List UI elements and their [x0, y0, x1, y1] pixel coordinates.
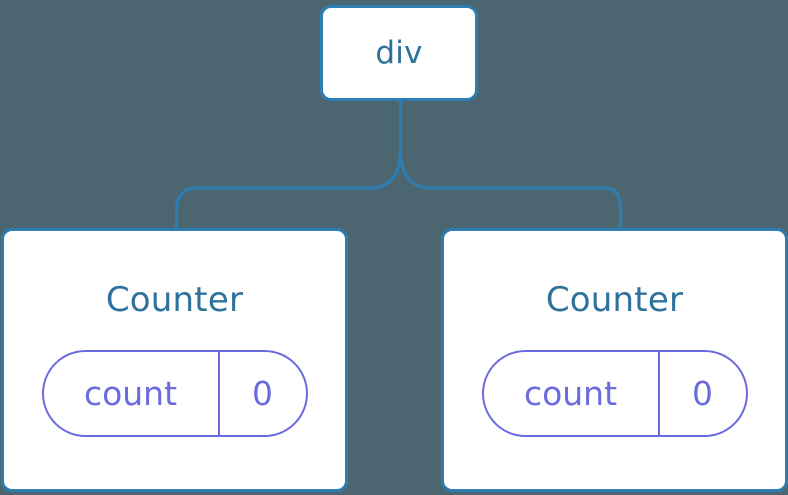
connector-right-branch — [398, 98, 623, 231]
state-pill-left[interactable]: count 0 — [41, 350, 308, 437]
state-key-left: count — [44, 352, 220, 435]
node-counter-left[interactable]: Counter count 0 — [1, 228, 348, 492]
node-counter-right-label: Counter — [545, 280, 684, 320]
connector-left-branch — [174, 98, 403, 231]
state-key-right: count — [484, 352, 660, 435]
node-root-div[interactable]: div — [320, 5, 478, 101]
node-root-label: div — [375, 34, 423, 71]
state-pill-right[interactable]: count 0 — [481, 350, 748, 437]
node-counter-right[interactable]: Counter count 0 — [441, 228, 788, 492]
state-value-left: 0 — [252, 374, 273, 413]
node-counter-left-label: Counter — [105, 280, 244, 320]
state-value-right: 0 — [692, 374, 713, 413]
